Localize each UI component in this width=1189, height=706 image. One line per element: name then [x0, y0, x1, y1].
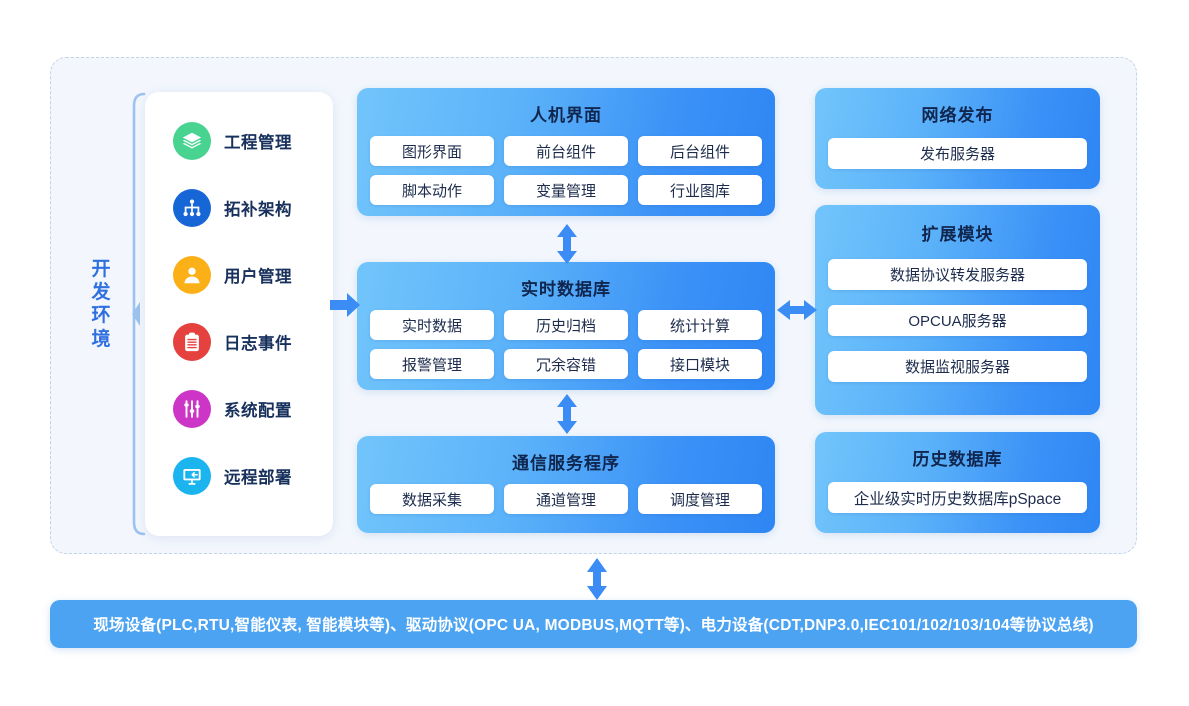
panel-item[interactable]: 企业级实时历史数据库pSpace: [828, 482, 1087, 513]
sidebar-item-label: 工程管理: [224, 134, 292, 152]
panel-item[interactable]: 冗余容错: [504, 349, 628, 379]
panel-title: 历史数据库: [912, 450, 1003, 469]
development-environment-bracket-icon: [132, 92, 146, 536]
panel-title: 通信服务程序: [512, 454, 620, 473]
panel-row: 脚本动作 变量管理 行业图库: [370, 175, 762, 205]
panel-item[interactable]: 通道管理: [504, 484, 628, 514]
sidebar-item-system-configuration[interactable]: 系统配置: [173, 382, 333, 436]
panel-row: 企业级实时历史数据库pSpace: [828, 482, 1087, 513]
sitemap-icon: [173, 189, 211, 227]
panel-item[interactable]: 报警管理: [370, 349, 494, 379]
field-device-bus-bar: 现场设备(PLC,RTU,智能仪表, 智能模块等)、驱动协议(OPC UA, M…: [50, 600, 1137, 648]
panel-history-database: 历史数据库 企业级实时历史数据库pSpace: [815, 432, 1100, 533]
panel-row: 数据协议转发服务器: [828, 259, 1087, 290]
clipboard-icon: [173, 323, 211, 361]
panel-human-machine-interface: 人机界面 图形界面 前台组件 后台组件 脚本动作 变量管理 行业图库: [357, 88, 775, 216]
panel-extension-modules: 扩展模块 数据协议转发服务器 OPCUA服务器 数据监视服务器: [815, 205, 1100, 415]
development-environment-label: 开 发 环 境: [84, 258, 118, 351]
panel-row: 发布服务器: [828, 138, 1087, 169]
sidebar-item-label: 用户管理: [224, 268, 292, 286]
bus-bar-text: 现场设备(PLC,RTU,智能仪表, 智能模块等)、驱动协议(OPC UA, M…: [93, 617, 1094, 634]
panel-realtime-database: 实时数据库 实时数据 历史归档 统计计算 报警管理 冗余容错 接口模块: [357, 262, 775, 390]
dev-label-char-1: 发: [91, 282, 111, 304]
panel-row: 图形界面 前台组件 后台组件: [370, 136, 762, 166]
dev-label-char-0: 开: [91, 259, 111, 280]
panel-title: 扩展模块: [921, 225, 994, 244]
panel-row: 数据监视服务器: [828, 351, 1087, 382]
panel-web-publishing: 网络发布 发布服务器: [815, 88, 1100, 189]
sidebar-item-remote-deployment[interactable]: 远程部署: [173, 449, 333, 503]
dev-label-char-2: 环: [91, 305, 111, 327]
panel-item[interactable]: 数据监视服务器: [828, 351, 1087, 382]
sidebar-item-project-management[interactable]: 工程管理: [173, 114, 333, 168]
arrow-right-icon: [330, 293, 360, 317]
panel-row: 实时数据 历史归档 统计计算: [370, 310, 762, 340]
panel-item[interactable]: 数据协议转发服务器: [828, 259, 1087, 290]
panel-row: 数据采集 通道管理 调度管理: [370, 484, 762, 514]
panel-item[interactable]: 发布服务器: [828, 138, 1087, 169]
arrow-up-down-icon: [557, 394, 577, 434]
panel-item[interactable]: 图形界面: [370, 136, 494, 166]
sidebar-item-label: 远程部署: [224, 469, 292, 487]
panel-item[interactable]: 行业图库: [638, 175, 762, 205]
panel-communication-service: 通信服务程序 数据采集 通道管理 调度管理: [357, 436, 775, 533]
layers-icon: [173, 122, 211, 160]
panel-item[interactable]: 调度管理: [638, 484, 762, 514]
sidebar-item-label: 系统配置: [224, 402, 292, 420]
development-tools-card: 工程管理 拓补架构 用户管理: [145, 92, 333, 536]
remote-desktop-icon: [173, 457, 211, 495]
panel-title: 人机界面: [530, 106, 602, 125]
sliders-icon: [173, 390, 211, 428]
panel-item[interactable]: 实时数据: [370, 310, 494, 340]
panel-item[interactable]: 变量管理: [504, 175, 628, 205]
arrow-up-down-icon: [557, 224, 577, 264]
panel-item[interactable]: 后台组件: [638, 136, 762, 166]
sidebar-item-label: 日志事件: [224, 335, 292, 353]
panel-item[interactable]: 前台组件: [504, 136, 628, 166]
panel-item[interactable]: 数据采集: [370, 484, 494, 514]
arrow-left-right-icon: [777, 300, 817, 320]
user-icon: [173, 256, 211, 294]
sidebar-item-user-management[interactable]: 用户管理: [173, 248, 333, 302]
panel-row: 报警管理 冗余容错 接口模块: [370, 349, 762, 379]
arrow-up-down-icon: [587, 558, 607, 600]
dev-label-char-3: 境: [91, 328, 111, 350]
sidebar-item-topology-architecture[interactable]: 拓补架构: [173, 181, 333, 235]
panel-title: 网络发布: [921, 106, 994, 125]
panel-item[interactable]: 接口模块: [638, 349, 762, 379]
panel-item[interactable]: 历史归档: [504, 310, 628, 340]
panel-item[interactable]: OPCUA服务器: [828, 305, 1087, 336]
panel-item[interactable]: 统计计算: [638, 310, 762, 340]
panel-title: 实时数据库: [521, 280, 611, 299]
panel-row: OPCUA服务器: [828, 305, 1087, 336]
panel-item[interactable]: 脚本动作: [370, 175, 494, 205]
sidebar-item-label: 拓补架构: [224, 201, 292, 219]
sidebar-item-log-events[interactable]: 日志事件: [173, 315, 333, 369]
